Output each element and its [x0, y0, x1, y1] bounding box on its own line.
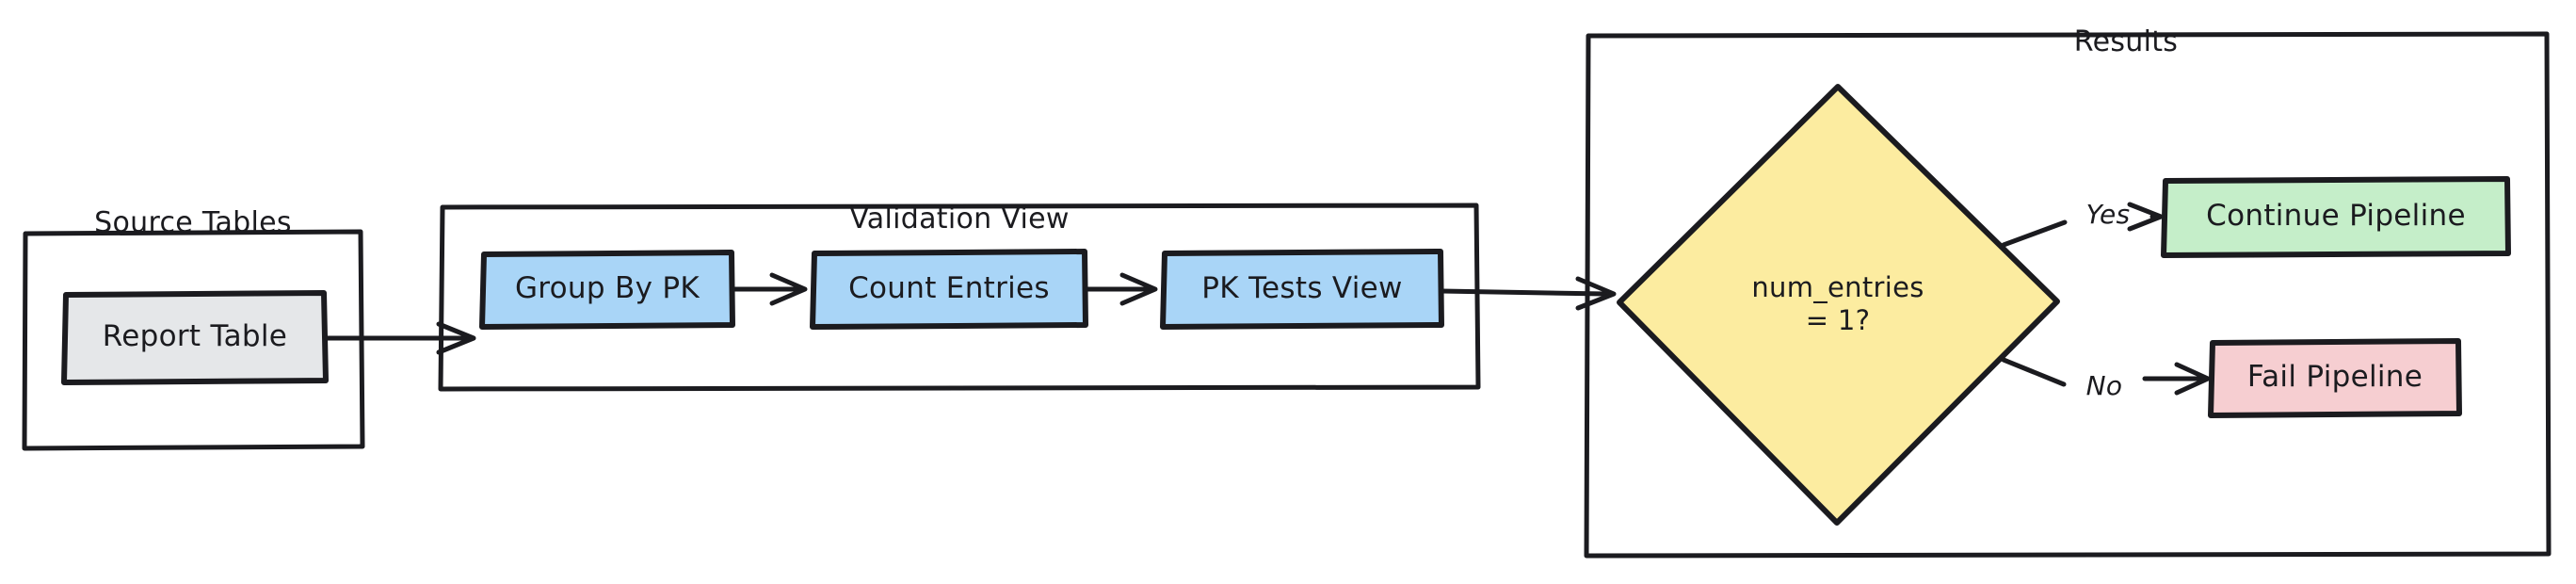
edge-decision-yes-arrowhead: [2127, 202, 2164, 232]
node-label-count-entries: Count Entries: [848, 271, 1050, 306]
edge-label-no: No: [2085, 369, 2123, 401]
node-group-by-pk-outline: [479, 250, 735, 330]
node-report-table[interactable]: [61, 290, 329, 385]
node-fail-pipeline-outline: [2208, 338, 2462, 418]
edge-tests-to-decision[interactable]: [1439, 276, 1617, 311]
edges-group: [323, 202, 2211, 396]
node-fail-pipeline[interactable]: [2208, 338, 2462, 418]
edge-count-to-tests-arrowhead: [1119, 272, 1158, 306]
edge-decision-no-arrowhead: [2174, 362, 2211, 396]
node-group-by-pk[interactable]: [479, 250, 735, 330]
edge-report-to-group-arrowhead: [436, 321, 476, 355]
edge-decision-no[interactable]: [2001, 357, 2211, 396]
node-label-group-by-pk: Group By PK: [514, 271, 700, 306]
node-report-table-outline: [61, 290, 329, 385]
decision-label-line-1: num_entries: [1751, 270, 1924, 303]
node-pk-tests-view-outline: [1160, 249, 1444, 330]
node-num-entries-decision-outline: [1617, 84, 2060, 526]
edge-report-to-group[interactable]: [323, 321, 476, 355]
edge-decision-no-segment-1: [2001, 357, 2067, 387]
node-label-continue-pipeline: Continue Pipeline: [2206, 199, 2466, 234]
edge-group-to-count[interactable]: [730, 272, 808, 306]
edge-group-to-count-arrowhead: [769, 272, 808, 306]
container-title-source-tables: Source Tables: [94, 205, 292, 239]
container-title-validation-view: Validation View: [849, 202, 1070, 235]
node-continue-pipeline-outline: [2161, 176, 2511, 258]
node-num-entries-decision[interactable]: [1617, 84, 2060, 526]
node-label-num-entries-decision: num_entries = 1?: [1695, 264, 1981, 345]
edge-decision-yes[interactable]: [2001, 202, 2164, 248]
node-label-pk-tests-view: PK Tests View: [1201, 271, 1403, 306]
edge-decision-yes-segment-1: [2001, 219, 2068, 248]
node-label-fail-pipeline: Fail Pipeline: [2246, 360, 2423, 395]
edge-count-to-tests[interactable]: [1083, 272, 1158, 306]
container-title-results: Results: [2073, 24, 2179, 58]
edge-tests-to-decision-arrowhead: [1575, 276, 1617, 311]
decision-label-line-2: = 1?: [1805, 304, 1871, 336]
node-count-entries-outline: [810, 249, 1088, 330]
node-count-entries[interactable]: [810, 249, 1088, 330]
node-continue-pipeline[interactable]: [2161, 176, 2511, 258]
edge-tests-to-decision-line: [1439, 288, 1608, 297]
edge-label-yes: Yes: [2085, 198, 2131, 230]
node-label-report-table: Report Table: [102, 319, 288, 354]
node-pk-tests-view[interactable]: [1160, 249, 1444, 330]
